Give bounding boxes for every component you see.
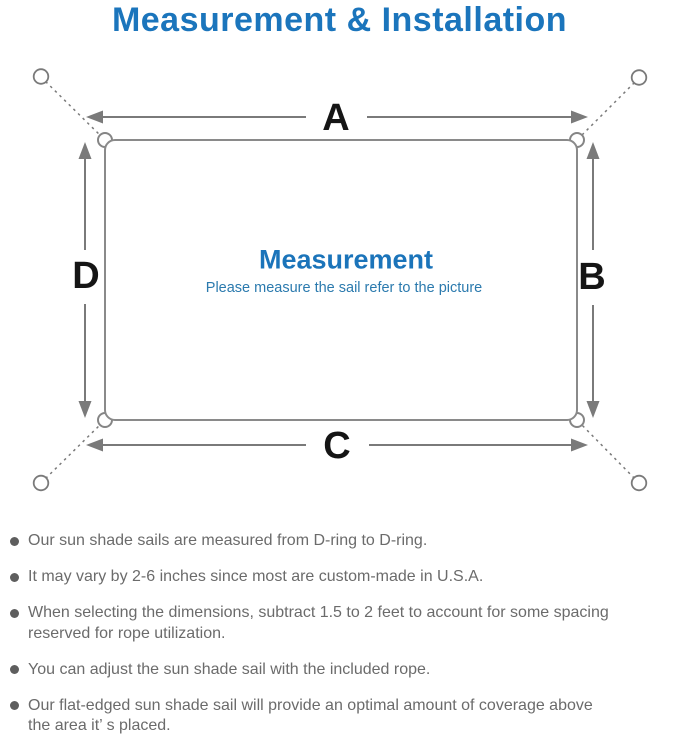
note-text: Our sun shade sails are measured from D-… (28, 532, 428, 549)
diagram-subtitle: Please measure the sail refer to the pic… (205, 280, 483, 296)
tether-line-top-right (576, 77, 640, 141)
list-item: You can adjust the sun shade sail with t… (10, 660, 679, 681)
dimension-arrow-d (78, 142, 92, 418)
dimension-arrow-c (86, 438, 588, 452)
arrowhead-right-icon (571, 438, 588, 452)
dimension-arrow-a (86, 110, 588, 124)
arrowhead-down-icon (78, 401, 92, 418)
notes-list: Our sun shade sails are measured from D-… (10, 531, 679, 739)
bullet-icon (10, 665, 19, 674)
arrowhead-left-icon (86, 438, 103, 452)
bullet-icon (10, 536, 19, 546)
dimension-label-d: D (72, 255, 100, 297)
dimension-label-b: B (578, 256, 606, 298)
note-text: Our flat-edged sun shade sail will provi… (28, 696, 593, 735)
arrowhead-left-icon (86, 110, 103, 124)
dimension-arrow-b (586, 142, 600, 418)
list-item: Our sun shade sails are measured from D-… (10, 531, 679, 552)
list-item: When selecting the dimensions, subtract … (10, 603, 679, 644)
sail-outline (104, 139, 578, 421)
anchor-points (32, 68, 648, 492)
page-title: Measurement & Installation (111, 1, 568, 39)
tether-line-bottom-left (40, 419, 106, 484)
diagram-heading: Measurement (258, 244, 434, 275)
note-text: When selecting the dimensions, subtract … (28, 604, 609, 642)
anchor-point-icon (630, 69, 648, 86)
anchor-point-icon (32, 68, 50, 85)
arrowhead-up-icon (586, 142, 600, 159)
dimension-label-c: C (323, 425, 351, 467)
list-item: It may vary by 2-6 inches since most are… (10, 567, 679, 588)
dimension-arrows (78, 110, 600, 452)
tether-lines (40, 76, 640, 484)
arrowhead-right-icon (571, 110, 588, 124)
arrowhead-up-icon (78, 142, 92, 159)
dimension-label-a: A (322, 97, 350, 139)
bullet-icon (10, 701, 19, 710)
tether-line-bottom-right (576, 419, 640, 484)
tether-line-top-left (40, 76, 106, 141)
bullet-icon (10, 608, 19, 618)
anchor-point-icon (630, 474, 648, 492)
note-text: It may vary by 2-6 inches since most are… (28, 568, 484, 585)
list-item: Our flat-edged sun shade sail will provi… (10, 696, 679, 737)
arrowhead-down-icon (586, 401, 600, 418)
bullet-icon (10, 572, 19, 582)
note-text: You can adjust the sun shade sail with t… (28, 660, 431, 678)
anchor-point-icon (32, 474, 50, 492)
